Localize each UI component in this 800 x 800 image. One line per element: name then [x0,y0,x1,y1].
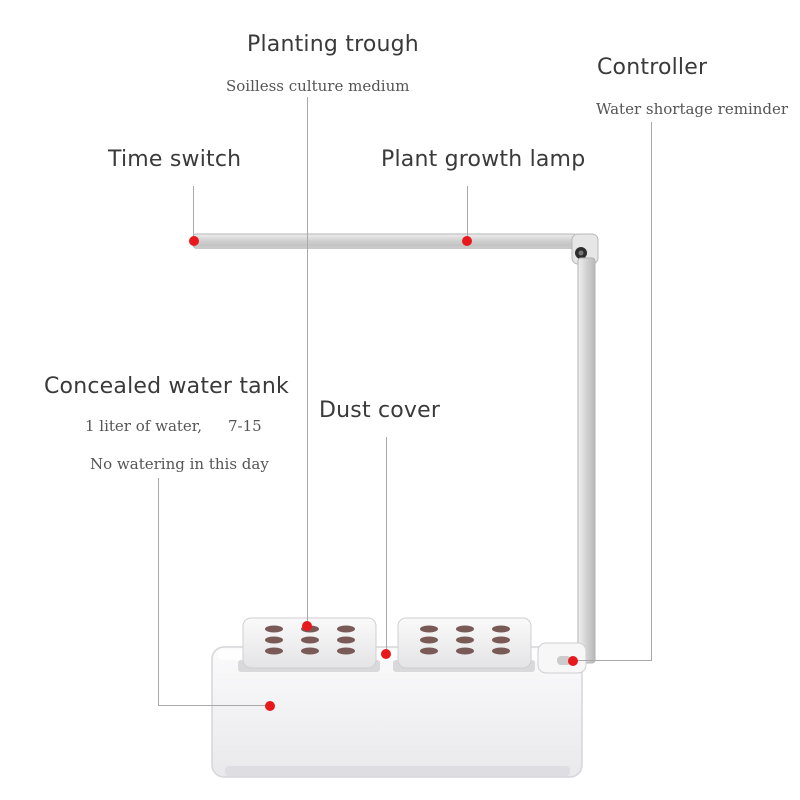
seed-hole [492,636,510,644]
label-concealed-water-tank: Concealed water tank [44,374,289,399]
label-water-tank-note: No watering in this day [90,455,269,473]
marker-time-switch [189,236,199,246]
marker-dust-cover [381,649,391,659]
seed-hole [420,625,438,633]
seed-holes [265,625,510,655]
seed-hole [492,625,510,633]
marker-planting-trough [302,621,312,631]
seed-hole [337,636,355,644]
leader-time-switch [193,186,194,240]
seed-hole [456,636,474,644]
seed-hole [456,647,474,655]
controller-housing [537,642,587,674]
label-water-tank-days: 7-15 [228,417,262,435]
leader-controller-vertical [651,122,652,661]
seed-hole [265,647,283,655]
marker-concealed-water-tank [265,701,275,711]
leader-controller-horizontal [573,660,652,661]
seed-hole [337,625,355,633]
marker-plant-growth-lamp [462,236,472,246]
seed-hole [420,636,438,644]
label-controller: Controller [597,55,708,80]
seed-hole [337,647,355,655]
seed-hole [301,636,319,644]
seed-hole [265,625,283,633]
leader-plant-growth-lamp [467,186,468,240]
seed-hole [420,647,438,655]
seed-hole [456,625,474,633]
label-plant-growth-lamp: Plant growth lamp [381,147,586,172]
label-dust-cover: Dust cover [319,398,441,423]
leader-water-tank-vertical [158,478,159,705]
label-controller-subtitle: Water shortage reminder [596,100,789,118]
seed-hole [492,647,510,655]
lamp-pole [577,257,596,664]
marker-controller [568,656,578,666]
seed-hole [301,647,319,655]
label-water-tank-capacity: 1 liter of water, [85,417,203,435]
label-planting-trough-subtitle: Soilless culture medium [226,77,410,95]
lamp-arm [192,233,578,249]
leader-planting-trough [307,97,308,625]
seed-hole [265,636,283,644]
leader-water-tank-horizontal [158,705,270,706]
label-planting-trough: Planting trough [247,32,419,57]
label-time-switch: Time switch [108,147,242,172]
leader-dust-cover [386,437,387,654]
